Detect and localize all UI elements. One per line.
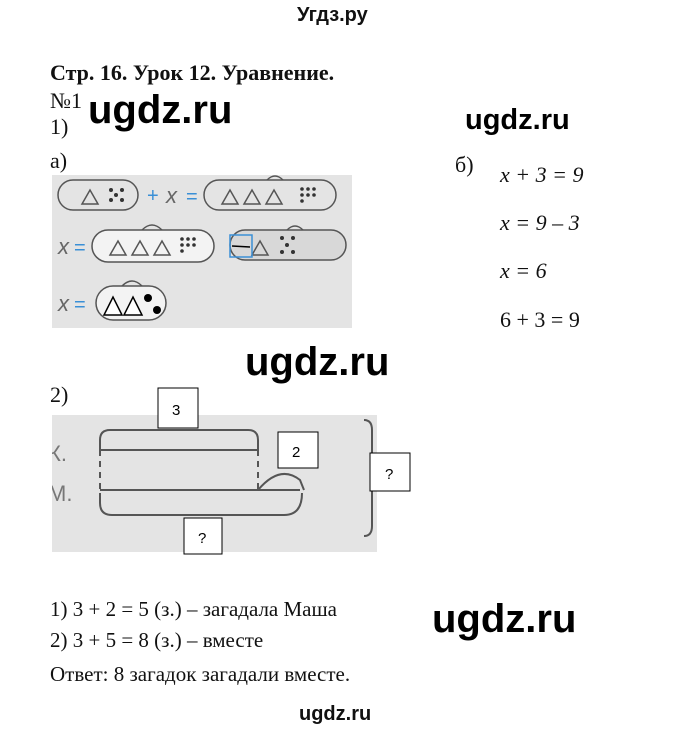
- equals-sign: =: [74, 237, 86, 259]
- site-header[interactable]: Угдз.ру: [297, 4, 368, 26]
- watermark: ugdz.ru: [245, 340, 390, 384]
- part1-label: 1): [50, 114, 69, 139]
- x-var: x: [57, 291, 70, 316]
- equation: x = 9 – 3: [500, 210, 580, 235]
- top-box-value: 3: [172, 402, 180, 419]
- equation: 6 + 3 = 9: [500, 307, 580, 332]
- part1-sub-a: а): [50, 148, 68, 173]
- equation: x = 6: [500, 258, 547, 283]
- row-label-m: М.: [52, 481, 72, 506]
- part1-sub-b: б): [455, 152, 474, 177]
- scheme-picture: + x = x = x =: [52, 175, 352, 328]
- solution-line: 1) 3 + 2 = 5 (з.) – загадала Маша: [50, 597, 337, 621]
- task-number: №1: [50, 88, 82, 113]
- equals-sign: =: [186, 186, 198, 208]
- bottom-box-value: ?: [198, 530, 206, 547]
- watermark: ugdz.ru: [465, 104, 570, 136]
- row-label-k: К.: [52, 441, 67, 466]
- solution-line: 2) 3 + 5 = 8 (з.) – вместе: [50, 628, 264, 652]
- equals-sign: =: [74, 294, 86, 316]
- site-footer[interactable]: ugdz.ru: [299, 703, 372, 725]
- right-box-value: 2: [292, 444, 300, 461]
- total-box-value: ?: [385, 466, 393, 483]
- answer-line: Ответ: 8 загадок загадали вместе.: [50, 662, 351, 686]
- equation: x + 3 = 9: [500, 162, 584, 187]
- segment-diagram: К. М. 3 2 ? ?: [52, 387, 411, 555]
- x-var: x: [165, 183, 178, 208]
- plus-sign: +: [147, 185, 159, 207]
- watermark: ugdz.ru: [88, 88, 233, 132]
- page-title: Стр. 16. Урок 12. Уравнение.: [50, 60, 335, 85]
- watermark: ugdz.ru: [432, 597, 577, 641]
- x-var: x: [57, 234, 70, 259]
- part2-label: 2): [50, 382, 69, 407]
